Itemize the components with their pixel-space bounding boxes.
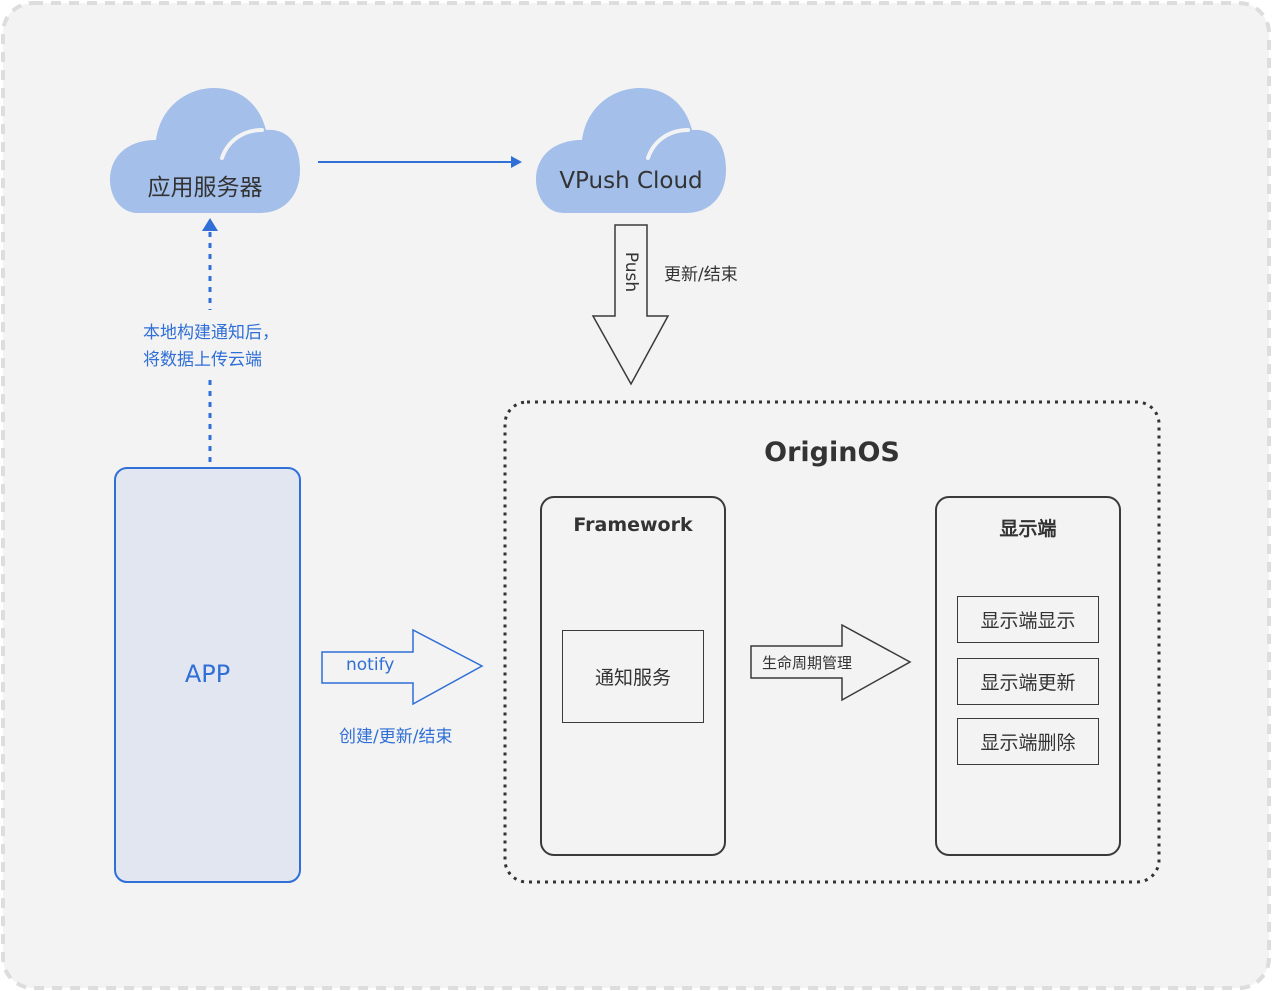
originos-container	[503, 400, 1161, 884]
vpush-cloud-label: VPush Cloud	[559, 168, 703, 194]
display-item-label: 显示端显示	[980, 610, 1076, 632]
push-arrow	[591, 224, 670, 386]
display-item-delete: 显示端删除	[957, 718, 1099, 765]
notify-arrow	[321, 628, 484, 706]
display-item-label: 显示端更新	[980, 672, 1076, 694]
display-panel	[935, 496, 1121, 856]
lifecycle-arrow-text: 生命周期管理	[762, 654, 853, 672]
push-label: 更新/结束	[664, 265, 738, 285]
framework-title: Framework	[573, 514, 693, 536]
push-arrow-text: Push	[621, 251, 641, 293]
display-title: 显示端	[999, 518, 1057, 540]
framework-panel	[540, 496, 726, 856]
upload-label-line2: 将数据上传云端	[143, 350, 262, 370]
vpush-cloud-icon	[536, 88, 726, 213]
notify-label: 创建/更新/结束	[339, 727, 453, 747]
app-server-cloud-icon	[110, 88, 300, 213]
display-item-label: 显示端删除	[980, 732, 1076, 754]
app-to-server-arrow	[202, 218, 218, 462]
notification-service-box: 通知服务	[562, 630, 704, 723]
notification-service-label: 通知服务	[594, 667, 671, 689]
lifecycle-arrow	[750, 623, 912, 702]
app-box	[114, 467, 301, 883]
upload-label-line1: 本地构建通知后，	[143, 323, 279, 343]
app-server-label: 应用服务器	[147, 175, 263, 201]
server-to-cloud-arrow	[318, 156, 522, 168]
originos-title: OriginOS	[764, 437, 900, 468]
notify-arrow-text: notify	[346, 655, 395, 675]
app-label: APP	[184, 660, 231, 688]
display-item-update: 显示端更新	[957, 658, 1099, 705]
display-item-show: 显示端显示	[957, 596, 1099, 643]
